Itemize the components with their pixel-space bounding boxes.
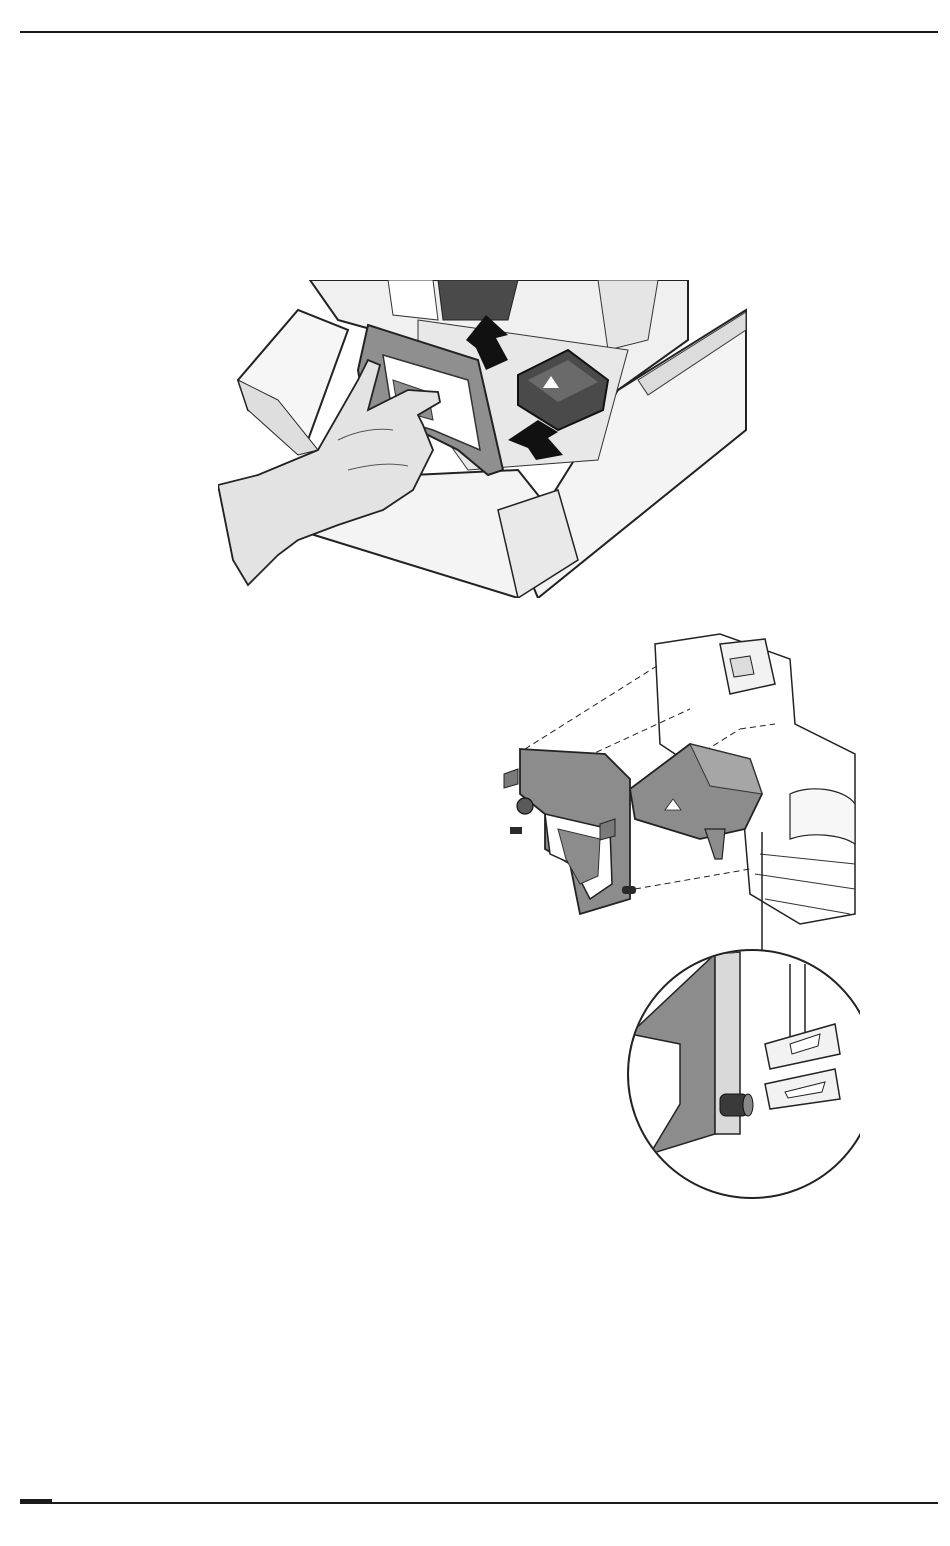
footer-rule	[20, 1502, 938, 1504]
ribbon-install-illustration	[218, 280, 748, 598]
exploded-ribbon-cassette-diagram	[500, 614, 860, 1199]
hand-inserting-ribbon-cassette-illustration	[218, 280, 748, 598]
ribbon-exploded-diagram	[500, 614, 860, 1199]
header-rule	[20, 31, 938, 33]
